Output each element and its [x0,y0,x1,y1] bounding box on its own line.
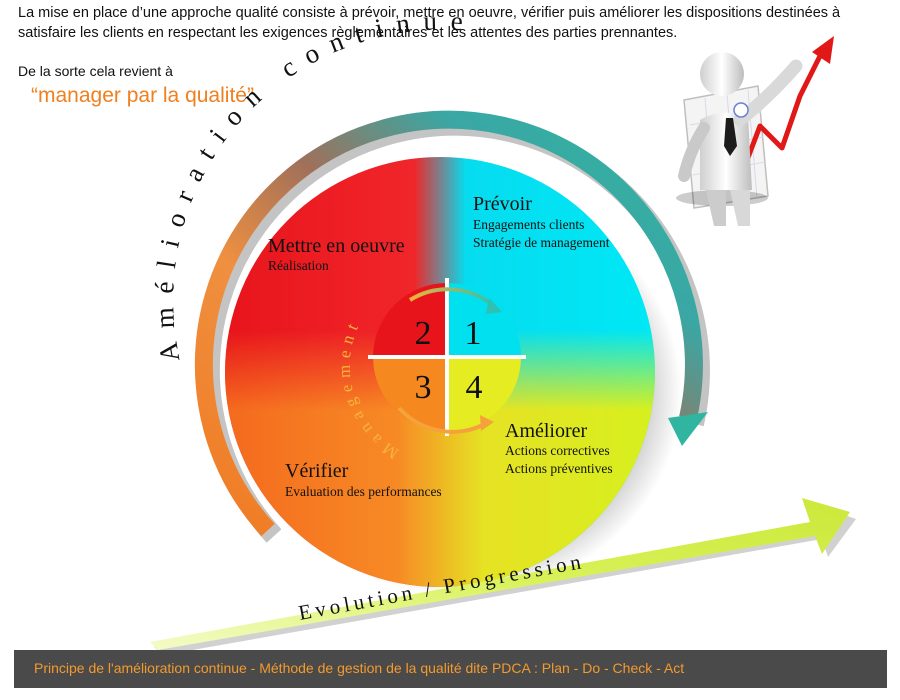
intro-lead: De la sorte cela revient à [18,63,173,79]
quadrant-1-line-1: Engagements clients [473,217,584,232]
outer-arc-arrowhead [668,412,708,446]
quadrant-4-title: Améliorer [505,420,588,442]
caption-text: Principe de l'amélioration continue - Mé… [34,660,685,676]
inner-arc-arrowhead-top [486,298,502,314]
presenter-figure-icon [676,36,834,226]
quadrant-4-number: 4 [466,369,483,406]
caption-bar: Principe de l'amélioration continue - Mé… [14,650,887,688]
inner-management-arc [408,287,496,308]
progression-arrow [150,498,856,650]
quadrant-1-title: Prévoir [473,193,532,215]
quadrant-1-number: 1 [465,315,482,352]
quadrant-1-line-2: Stratégie de management [473,235,610,250]
inner-arc-arrowhead-bottom [480,415,494,431]
quadrant-3-number: 3 [415,369,432,406]
pdca-center [368,278,526,436]
quadrant-3-line-1: Evaluation des performances [285,484,442,499]
quadrant-2-number: 2 [415,315,432,352]
quadrant-4-line-2: Actions préventives [505,461,613,476]
quadrant-3-title: Vérifier [285,460,349,482]
outer-improvement-arc-band [194,110,703,537]
pdca-diagram: 1 2 3 4 Management Amélioration continue… [149,5,856,650]
intro-slogan: “manager par la qualité” [31,84,254,107]
inner-management-arc-lower [397,406,486,434]
quadrant-2-title: Mettre en oeuvre [268,235,405,257]
quadrant-2-line-1: Réalisation [268,258,329,273]
quadrant-4-line-1: Actions correctives [505,443,610,458]
intro-paragraph: La mise en place d’une approche qualité … [18,5,841,41]
